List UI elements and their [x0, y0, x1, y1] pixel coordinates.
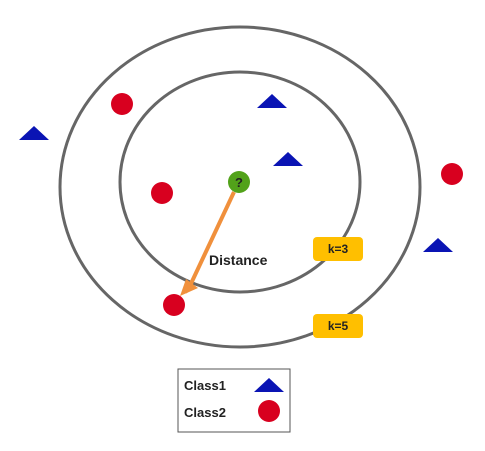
class2-circle: [111, 93, 133, 115]
distance-arrow: [186, 191, 236, 294]
k3-label: k=3: [328, 242, 349, 256]
query-point: [228, 171, 250, 193]
distance-label: Distance: [209, 252, 268, 268]
legend-class1-label: Class1: [184, 378, 226, 393]
class1-triangle: [423, 238, 453, 252]
legend-class2-circle-icon: [258, 400, 280, 422]
class2-circle: [441, 163, 463, 185]
k5-label: k=5: [328, 319, 349, 333]
legend: Class1 Class2: [177, 368, 291, 433]
legend-class2-label: Class2: [184, 405, 226, 420]
legend-class1-triangle-icon: [254, 378, 284, 392]
query-label: ?: [235, 175, 243, 190]
class2-circle: [151, 182, 173, 204]
outer-circle-k5: [58, 25, 422, 349]
class1-triangle: [19, 126, 49, 140]
class1-triangle: [257, 94, 287, 108]
distance-arrowhead: [180, 279, 198, 296]
k5-badge: [313, 314, 363, 338]
k3-badge: [313, 237, 363, 261]
class1-triangle: [273, 152, 303, 166]
class2-circle: [163, 294, 185, 316]
inner-circle-k3: [118, 70, 362, 294]
